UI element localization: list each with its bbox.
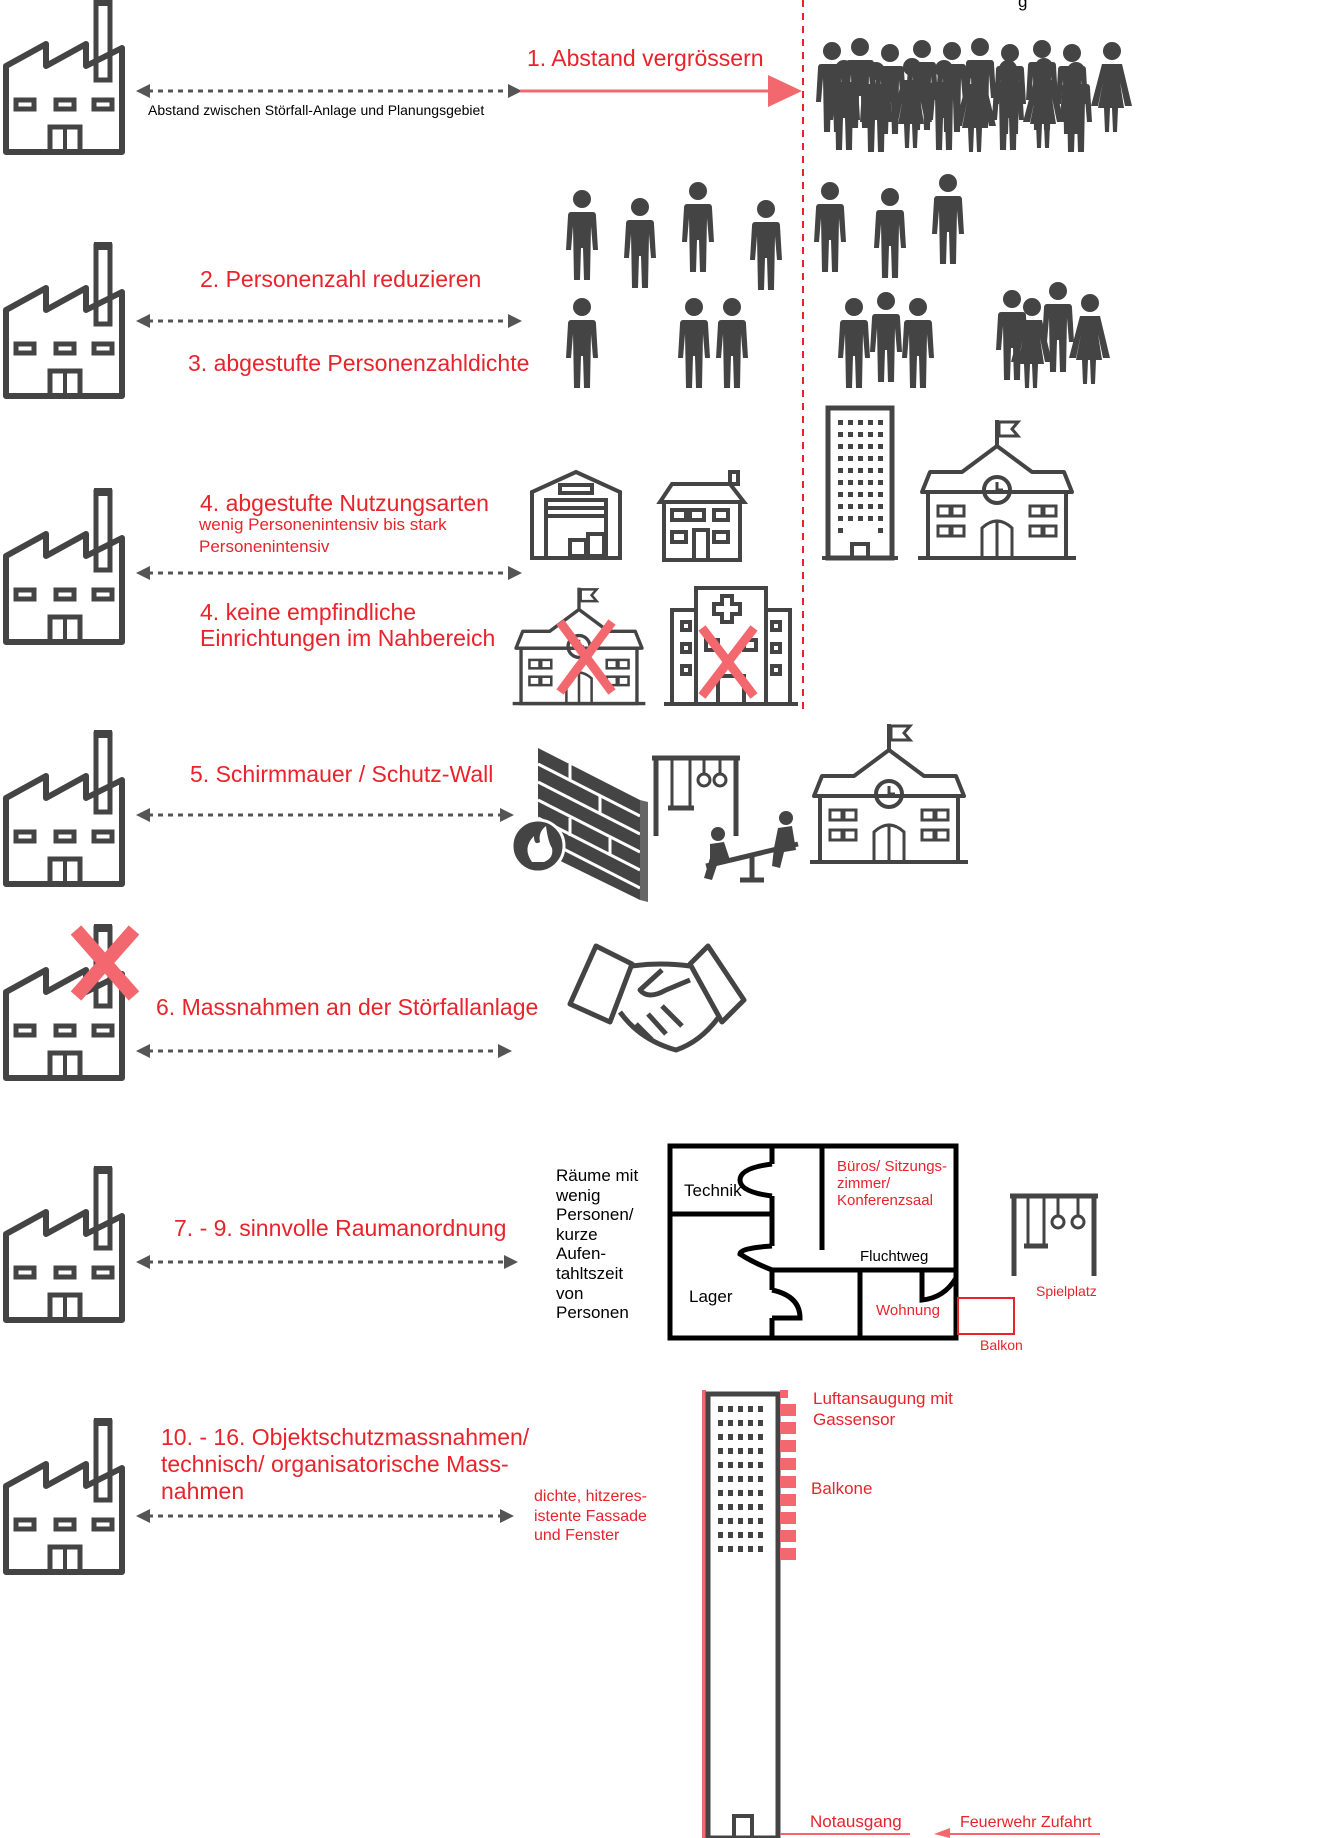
factory-icon	[6, 0, 122, 152]
swing-icon	[1010, 1193, 1098, 1276]
distance-arrow	[136, 566, 522, 580]
fire-access-label: Feuerwehr Zufahrt	[960, 1814, 1092, 1831]
room-technik: Technik	[684, 1181, 742, 1200]
room-bueros: Büros/ Sitzungs-zimmer/Konferenzsaal	[837, 1158, 948, 1209]
measure-6-label: 6. Massnahmen an der Störfallanlage	[156, 994, 539, 1020]
factory-icon	[6, 242, 122, 396]
factory-icon	[6, 924, 122, 1078]
measure-4a-label: 4. abgestufte Nutzungsarten	[200, 490, 489, 516]
cross-mark-icon	[70, 925, 140, 1001]
highrise-protected-icon	[702, 1390, 1100, 1838]
cross-mark-icon	[698, 625, 758, 699]
measure-7-9-label: 7. - 9. sinnvolle Raumanordnung	[174, 1215, 507, 1241]
handshake-icon	[567, 943, 747, 1053]
factory-icon	[6, 730, 122, 884]
measure-4a-sub-1: wenig Personenintensiv bis stark	[199, 515, 447, 534]
balcony-outline	[957, 1297, 1015, 1335]
factory-icon	[6, 1418, 122, 1572]
balconies-label: Balkone	[811, 1479, 873, 1498]
floor-plan	[667, 1143, 959, 1341]
measure-4a-sub-2: Personenintensiv	[199, 537, 330, 556]
children-icon	[704, 811, 796, 880]
school-icon	[916, 418, 1078, 560]
measure-2-label: 2. Personenzahl reduzieren	[200, 266, 482, 292]
distance-arrow	[136, 314, 522, 328]
highrise-icon	[822, 405, 898, 561]
room-wohnung: Wohnung	[876, 1302, 940, 1319]
house-icon	[656, 470, 749, 562]
hospital-icon	[664, 586, 798, 706]
room-balkon: Balkon	[980, 1337, 1023, 1353]
protective-wall-icon	[510, 748, 648, 902]
measure-10-16-label: 10. - 16. Objektschutzmassnahmen/technis…	[161, 1424, 530, 1504]
room-lager: Lager	[689, 1287, 733, 1306]
measure-1-label: 1. Abstand vergrössern	[527, 45, 764, 71]
distance-caption: Abstand zwischen Störfall-Anlage und Pla…	[148, 102, 485, 118]
corner-label: g	[1018, 0, 1028, 11]
distance-arrow	[136, 84, 522, 98]
distance-arrow	[136, 1255, 518, 1269]
crowd-icon	[816, 38, 1132, 152]
distance-arrow	[136, 1044, 512, 1058]
warehouse-icon	[530, 469, 622, 560]
measure-4b-line-2: Einrichtungen im Nahbereich	[200, 625, 496, 651]
playground-label: Spielplatz	[1036, 1283, 1097, 1299]
red-arrow-icon	[520, 75, 802, 107]
emergency-exit-label: Notausgang	[810, 1812, 902, 1831]
cross-mark-icon	[556, 619, 616, 695]
school-icon	[808, 722, 970, 864]
factory-icon	[6, 488, 122, 642]
factory-icon	[6, 1166, 122, 1320]
room-fluchtweg: Fluchtweg	[860, 1248, 929, 1265]
measure-3-label: 3. abgestufte Personenzahldichte	[188, 350, 530, 376]
measure-5-label: 5. Schirmmauer / Schutz-Wall	[190, 761, 494, 787]
distance-arrow	[136, 1509, 514, 1523]
measure-4b-line-1: 4. keine empfindliche	[200, 599, 417, 625]
people-icons	[566, 174, 1110, 388]
distance-arrow	[136, 808, 514, 822]
